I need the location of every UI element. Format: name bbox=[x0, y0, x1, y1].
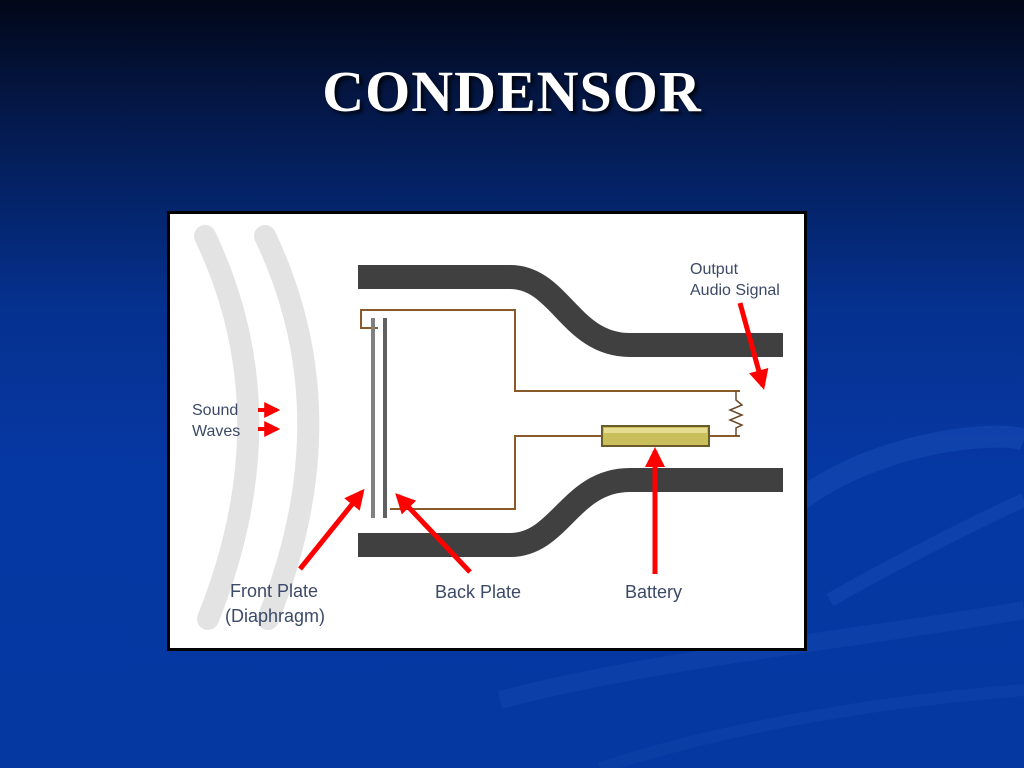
front-plate-label-line2: (Diaphragm) bbox=[225, 606, 325, 626]
housing-top bbox=[358, 265, 783, 357]
wire-top bbox=[360, 309, 740, 392]
sound-wave-arc bbox=[254, 225, 320, 630]
sound-label-line2: Waves bbox=[192, 423, 240, 440]
sound-wave-arc bbox=[194, 225, 260, 630]
sound-label-line1: Sound bbox=[192, 402, 238, 419]
battery-label: Battery bbox=[625, 582, 682, 602]
back-plate bbox=[383, 318, 387, 518]
back-plate-label: Back Plate bbox=[435, 582, 521, 602]
output-label-line1: Output bbox=[690, 261, 739, 278]
front-plate-label-line1: Front Plate bbox=[230, 581, 318, 601]
battery-highlight bbox=[604, 428, 707, 433]
diagram-canvas: Output Audio Signal Sound Waves Front Pl… bbox=[192, 225, 783, 630]
front-plate-arrow bbox=[298, 488, 365, 571]
back-plate-arrow bbox=[395, 493, 472, 574]
housing-bottom bbox=[358, 468, 783, 557]
slide-title: CONDENSOR bbox=[322, 59, 702, 124]
output-arrow bbox=[737, 302, 769, 390]
front-plate bbox=[371, 318, 375, 518]
resistor-icon bbox=[728, 391, 744, 436]
output-label-line2: Audio Signal bbox=[690, 282, 780, 299]
condenser-diagram: Output Audio Signal Sound Waves Front Pl… bbox=[167, 211, 807, 651]
